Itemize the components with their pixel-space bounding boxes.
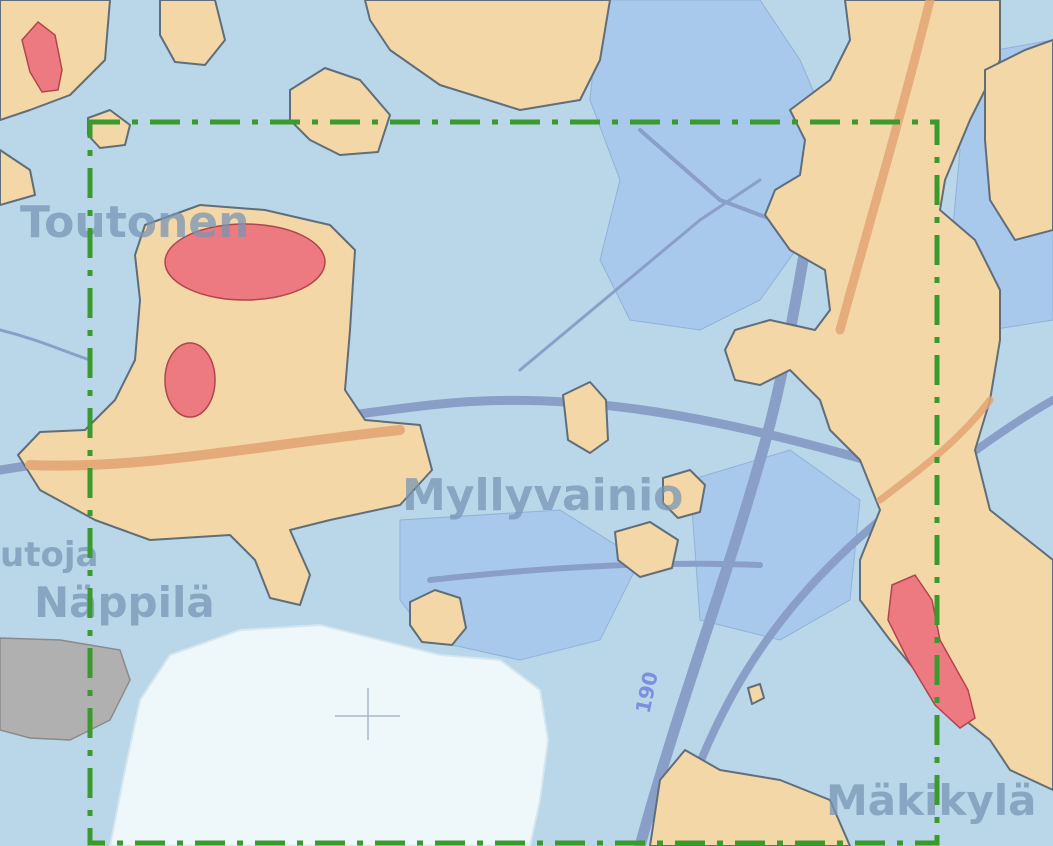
settlement-area-southeast xyxy=(689,449,861,641)
road-north-street xyxy=(518,178,762,372)
land-islet-south xyxy=(614,521,679,578)
area-boundary xyxy=(87,119,940,846)
road-south-link xyxy=(427,560,763,583)
hotspot-east xyxy=(887,574,976,729)
land-island-top xyxy=(289,67,391,156)
label-utoja: utoja xyxy=(0,535,98,575)
lake-south xyxy=(108,623,550,846)
land-islet-center xyxy=(562,381,609,454)
quarry-southwest xyxy=(0,637,131,741)
hotspot-hill-south xyxy=(164,342,216,418)
place-labels: Toutonen Myllyvainio Näppilä utoja Mäkik… xyxy=(0,197,1037,825)
label-nappila: Näppilä xyxy=(34,578,215,627)
land-top-small xyxy=(159,0,226,66)
label-myllyvainio: Myllyvainio xyxy=(402,470,683,521)
land-east-ridge xyxy=(724,0,1053,791)
orange-roads xyxy=(25,0,994,504)
label-makikyla: Mäkikylä xyxy=(826,776,1037,825)
orange-road-ridge xyxy=(835,0,935,335)
land-top-center xyxy=(364,0,611,111)
land-far-east xyxy=(984,39,1053,241)
hotspot-topleft xyxy=(21,20,63,93)
land-islet-east xyxy=(662,469,706,519)
road-highway-branch xyxy=(666,396,1053,846)
label-toutonen: Toutonen xyxy=(20,197,249,248)
orange-road-hill xyxy=(25,425,405,471)
land-islet-tiny xyxy=(747,683,765,705)
survey-cross-symbol xyxy=(335,688,400,740)
settlement-area-north xyxy=(589,0,831,331)
land-left-edge xyxy=(0,149,36,206)
land-toutonen-hill xyxy=(17,204,433,606)
hotspot-toutonen xyxy=(164,223,326,301)
hotspots xyxy=(21,20,976,729)
land-islet-southwest xyxy=(409,589,467,646)
orange-road-ridge-2 xyxy=(876,396,994,504)
road-west-shore xyxy=(0,328,92,362)
land-southeast-hill xyxy=(649,749,851,846)
